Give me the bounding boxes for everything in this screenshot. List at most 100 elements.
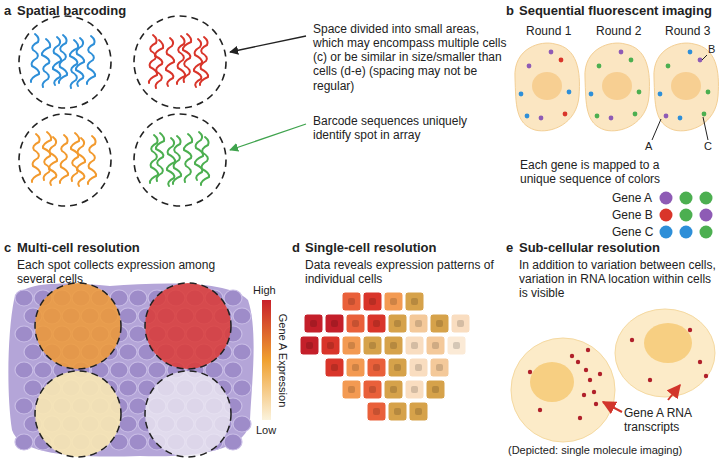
panel-letter: d [292, 240, 300, 255]
capture-spot [35, 283, 121, 369]
barcode-strand [195, 132, 203, 180]
gene-name: Gene C [612, 225, 653, 239]
cell-square [325, 358, 344, 377]
pointer-arrow [230, 36, 306, 52]
barcode-strand [173, 136, 181, 184]
rna-transcript [578, 416, 582, 420]
tissue-cell [15, 434, 33, 450]
cell-nucleus [352, 364, 359, 371]
rna-transcript [598, 372, 602, 376]
cell-nucleus [457, 320, 464, 327]
pointer-arrow [603, 402, 622, 412]
note: Data reveals expression patterns of indi… [305, 258, 495, 286]
tissue [8, 283, 253, 456]
rna-transcript [576, 360, 580, 364]
cell-square [367, 402, 386, 421]
cell-body [511, 338, 615, 442]
tissue-cell [15, 290, 33, 306]
fluorescent-cells [515, 43, 719, 238]
subcellular-cells [511, 309, 715, 442]
cell-nucleus [390, 298, 397, 305]
cell-nucleus [432, 386, 439, 393]
gene-name: Gene B [612, 208, 653, 222]
cell-body [654, 43, 719, 131]
fluorescent-dot [527, 64, 532, 69]
cell-nucleus [394, 320, 401, 327]
fluorescent-dot [688, 50, 693, 55]
cell-square [409, 358, 428, 377]
cell-square [342, 292, 361, 311]
color-code-dot [680, 192, 693, 205]
pointer-arrow [668, 385, 680, 400]
cell-nucleus [390, 342, 397, 349]
barcode-strand [201, 137, 209, 185]
single-cell-grid [300, 292, 470, 421]
cell-square [384, 336, 403, 355]
cell-square [388, 314, 407, 333]
gene-name: Gene A [612, 191, 652, 205]
tissue-cell [233, 344, 251, 360]
barcode-strand [77, 138, 85, 186]
tissue-cell [224, 290, 242, 306]
color-code-dot [660, 192, 673, 205]
note: Each gene is mapped to a unique sequence… [520, 158, 680, 186]
cell-square [430, 358, 449, 377]
cell-nucleus [432, 342, 439, 349]
fluorescent-dot [525, 114, 530, 119]
barcode-strand [194, 39, 202, 87]
fluorescent-dot [595, 114, 600, 119]
tissue-cell [119, 344, 137, 360]
leader-line [703, 117, 708, 140]
fluorescent-dot [706, 90, 711, 95]
fluorescent-dot [629, 58, 634, 63]
fluorescent-dot [549, 50, 554, 55]
note: Space divided into small areas, which ma… [313, 22, 509, 93]
cell-square [409, 402, 428, 421]
cell-nucleus [644, 323, 692, 363]
cell-body [615, 309, 715, 397]
cell-nucleus [306, 342, 313, 349]
rna-transcript [698, 360, 702, 364]
barcode-strand [87, 36, 95, 84]
cell-nucleus [671, 72, 701, 100]
tissue-cell [224, 434, 242, 450]
fluorescent-dot [563, 112, 568, 117]
cell-square [405, 336, 424, 355]
cell-nucleus [415, 320, 422, 327]
cell-nucleus [310, 320, 317, 327]
cell-nucleus [352, 320, 359, 327]
cell-nucleus [348, 342, 355, 349]
cell-square [342, 380, 361, 399]
tissue-cell [129, 326, 147, 342]
barcode-spots [19, 16, 226, 206]
barcode-strand [184, 134, 192, 182]
tissue-cell [129, 290, 147, 306]
cell-square [388, 358, 407, 377]
cell-nucleus [373, 320, 380, 327]
cell-body [585, 43, 650, 131]
fluorescent-dot [567, 90, 572, 95]
cell-square [304, 314, 323, 333]
cell-nucleus [415, 364, 422, 371]
cell-square [426, 336, 445, 355]
rna-transcript [592, 390, 596, 394]
spot-outline [134, 114, 226, 206]
cell-nucleus [327, 342, 334, 349]
cell-nucleus [436, 364, 443, 371]
tissue-cell [129, 434, 147, 450]
color-code-dot [700, 192, 713, 205]
tissue-cell [24, 380, 42, 396]
round-label: Round 1 [526, 24, 571, 38]
tissue-cell [119, 416, 137, 432]
round-label: Round 3 [665, 24, 710, 38]
color-code-dot [680, 209, 693, 222]
cell-nucleus [331, 320, 338, 327]
cell-square [363, 380, 382, 399]
fluorescent-dot [519, 92, 524, 97]
cell-nucleus [415, 408, 422, 415]
spot-outline [134, 16, 226, 108]
callout-letter: B [708, 43, 715, 56]
fluorescent-dot [678, 116, 683, 121]
barcode-strand [183, 34, 191, 82]
tissue-cell [15, 362, 33, 378]
